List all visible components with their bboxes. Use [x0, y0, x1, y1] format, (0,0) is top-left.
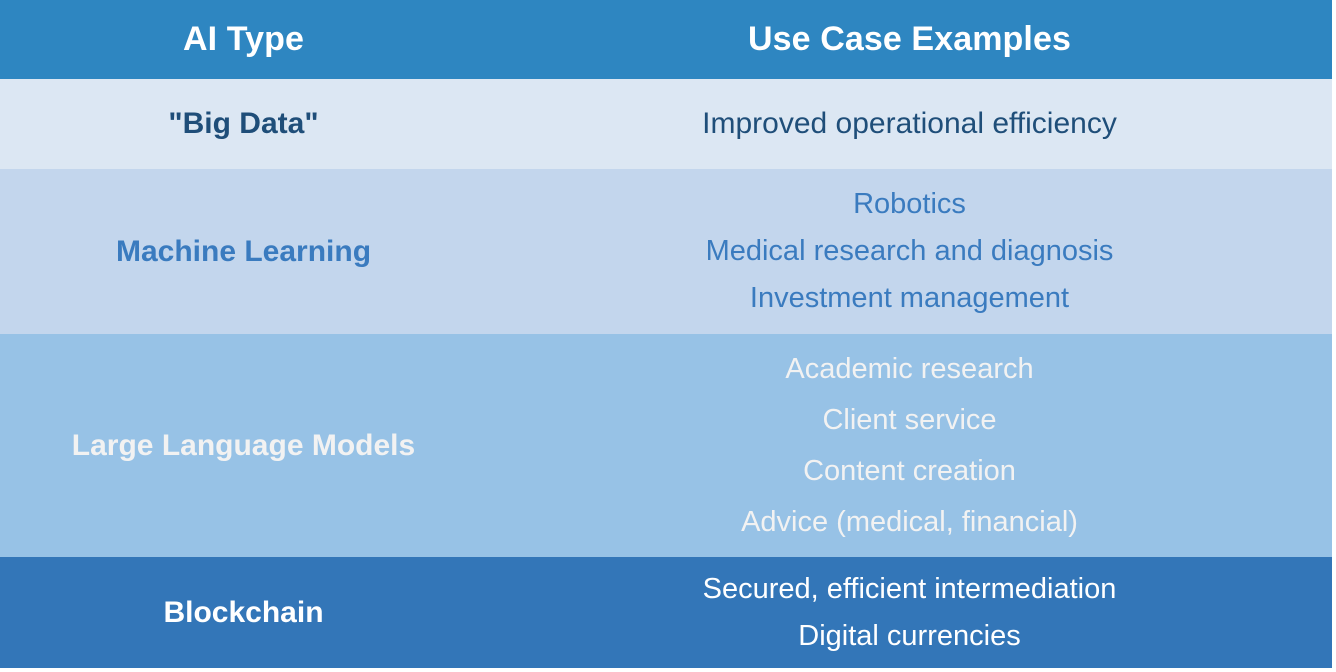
row-label-blockchain: Blockchain [0, 557, 487, 668]
use-case-item: Client service [822, 403, 997, 436]
column-header-ai-type: AI Type [0, 0, 487, 79]
use-case-item: Advice (medical, financial) [741, 505, 1078, 538]
table-header-row: AI Type Use Case Examples [0, 0, 1332, 79]
ai-type-label: Large Language Models [71, 428, 416, 462]
column-header-ai-type-label: AI Type [183, 20, 304, 58]
row-label-big-data: "Big Data" [0, 79, 487, 169]
use-case-item: Secured, efficient intermediation [702, 572, 1117, 605]
use-case-item: Robotics [853, 188, 966, 220]
use-case-item: Improved operational efficiency [702, 107, 1117, 140]
use-case-item: Investment management [749, 282, 1070, 314]
table-row: Blockchain Secured, efficient intermedia… [0, 557, 1332, 668]
use-cases-machine-learning: Robotics Medical research and diagnosis … [487, 169, 1332, 334]
table-row: "Big Data" Improved operational efficien… [0, 79, 1332, 169]
column-header-use-case-examples: Use Case Examples [487, 0, 1332, 79]
use-case-item: Content creation [803, 454, 1016, 487]
row-label-machine-learning: Machine Learning [0, 169, 487, 334]
use-cases-blockchain: Secured, efficient intermediation Digita… [487, 557, 1332, 668]
ai-type-label: Machine Learning [115, 234, 372, 268]
use-cases-big-data: Improved operational efficiency [487, 79, 1332, 169]
ai-type-label: "Big Data" [168, 107, 319, 140]
column-header-use-case-examples-label: Use Case Examples [747, 20, 1071, 58]
use-cases-large-language-models: Academic research Client service Content… [487, 334, 1332, 557]
row-label-large-language-models: Large Language Models [0, 334, 487, 557]
use-case-item: Academic research [785, 352, 1034, 385]
use-case-item: Digital currencies [798, 619, 1021, 652]
ai-type-label: Blockchain [163, 595, 324, 629]
use-case-item: Medical research and diagnosis [705, 235, 1114, 267]
table-row: Machine Learning Robotics Medical resear… [0, 169, 1332, 334]
table-row: Large Language Models Academic research … [0, 334, 1332, 557]
